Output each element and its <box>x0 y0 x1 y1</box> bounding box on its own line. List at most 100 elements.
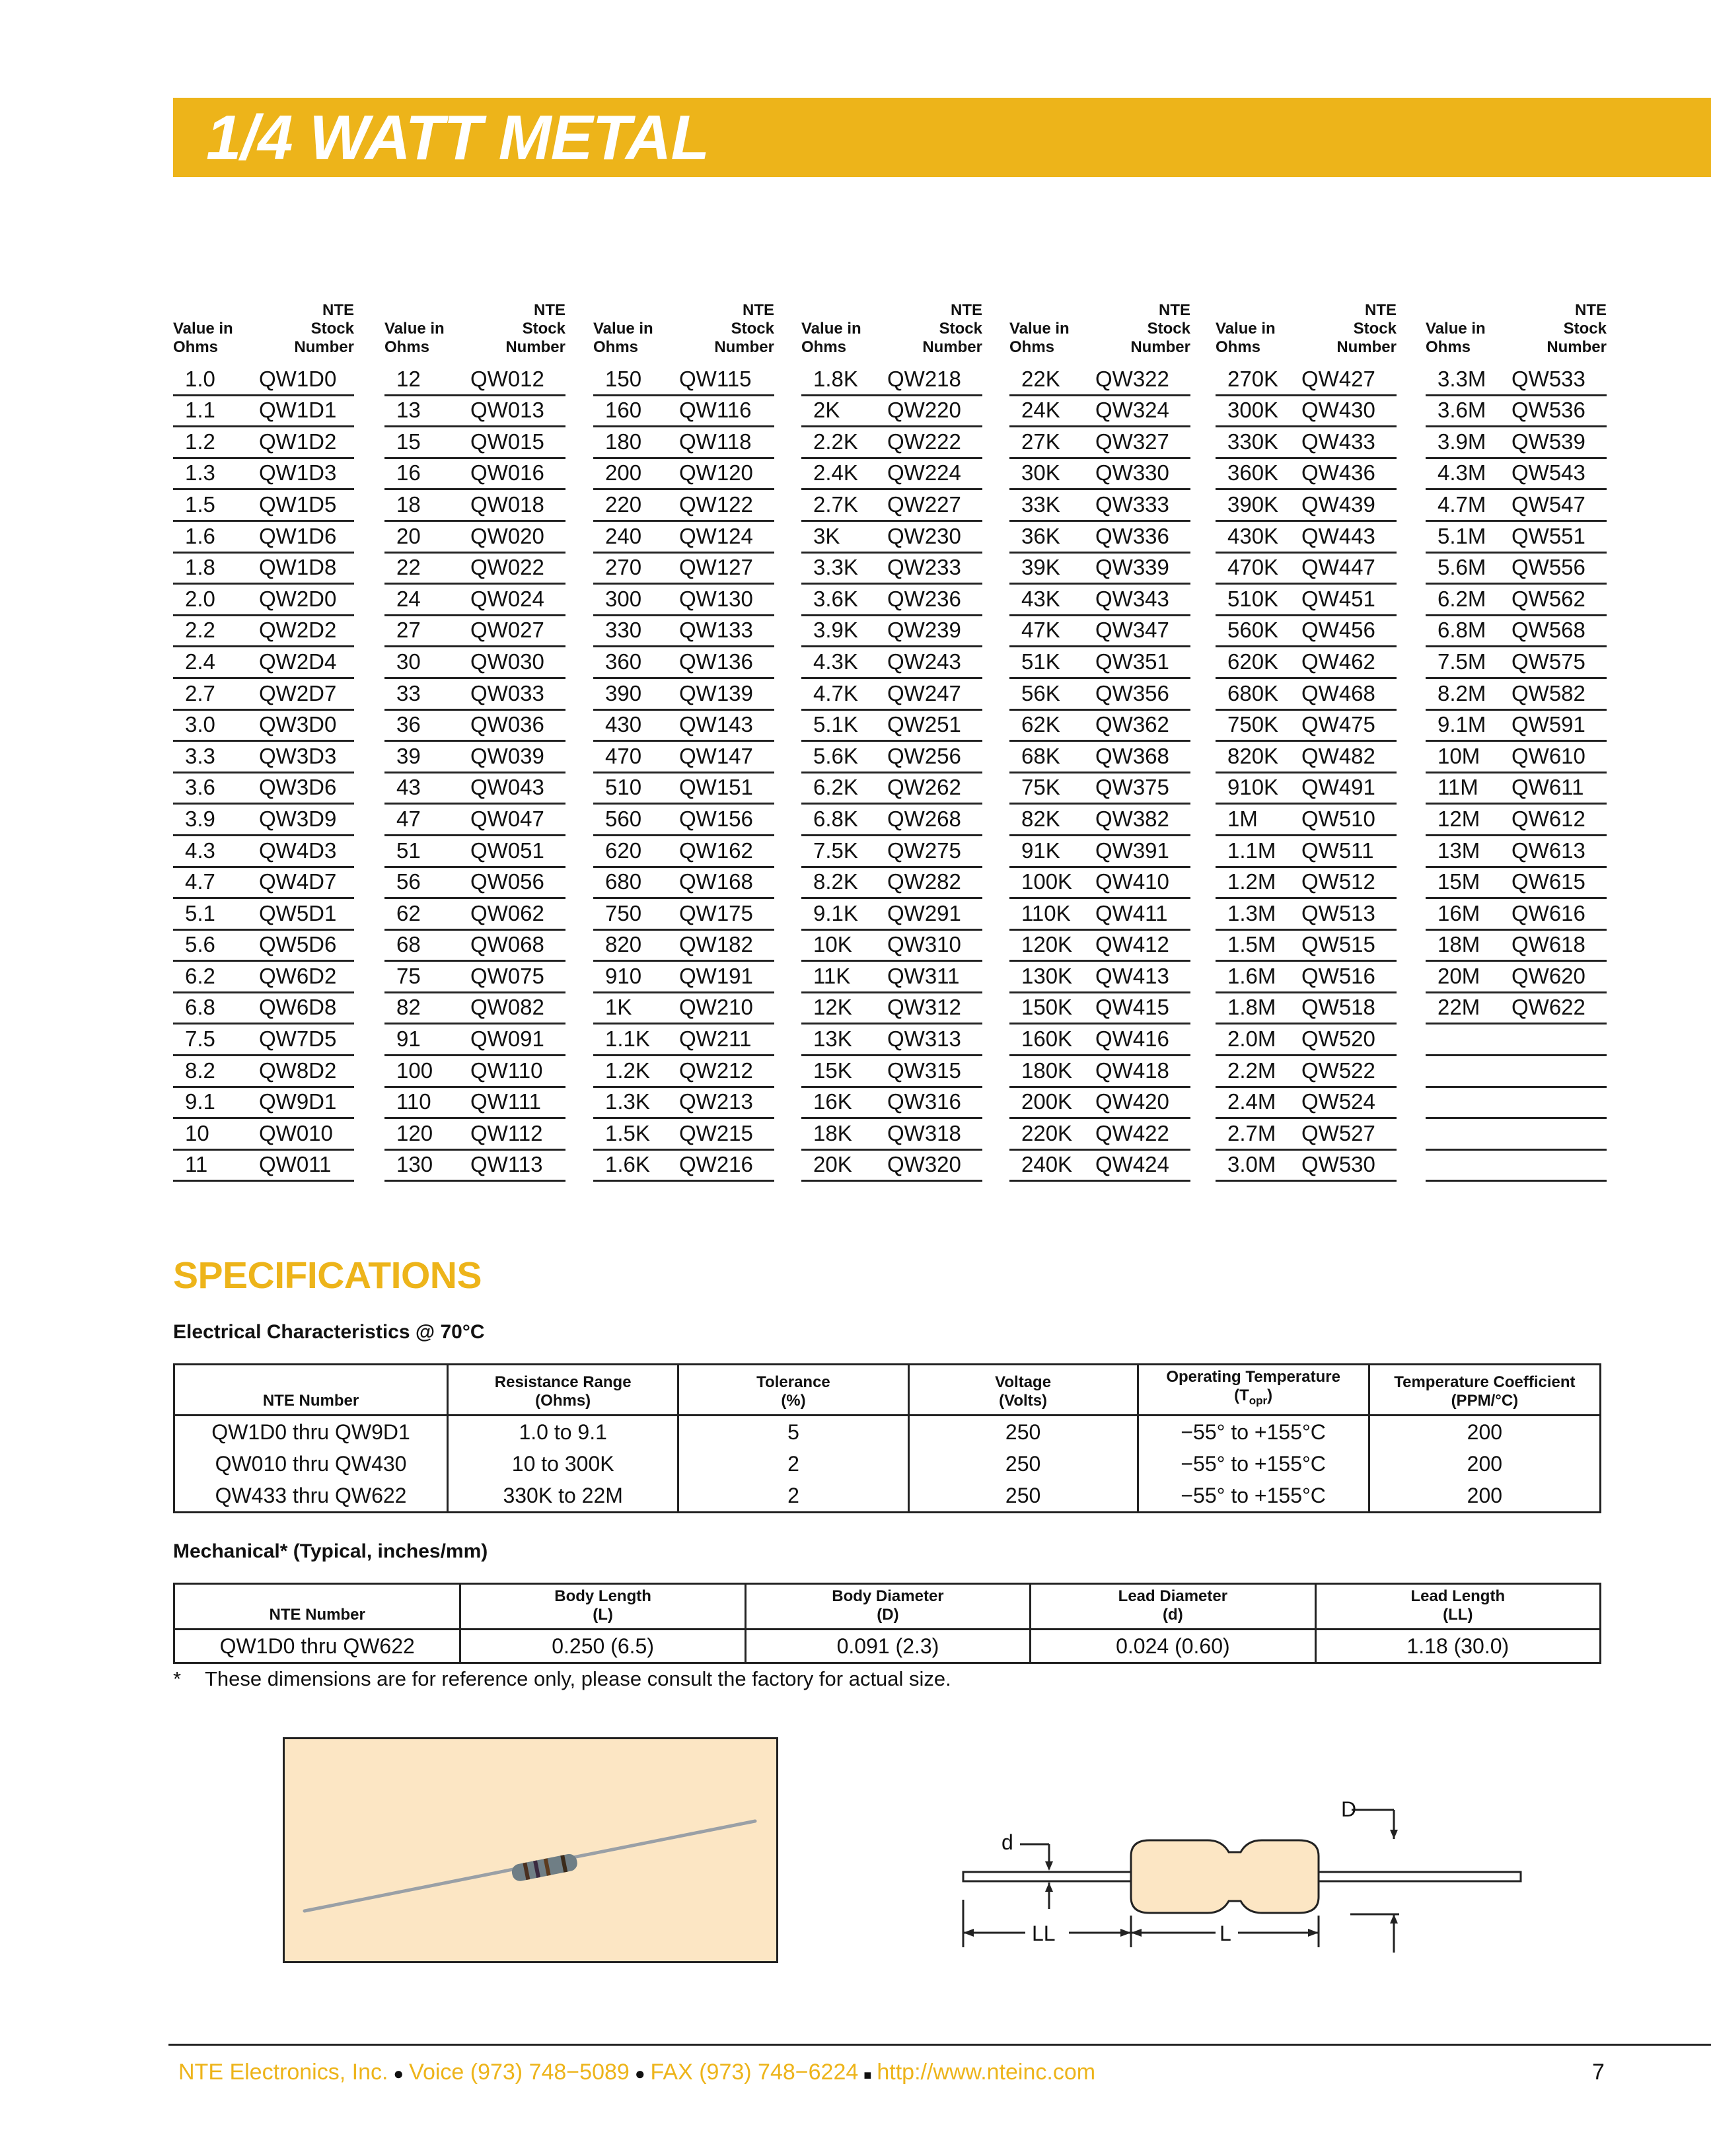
footer-url[interactable]: http://www.nteinc.com <box>877 2060 1096 2085</box>
value-ohms: 1.6M <box>1227 963 1276 988</box>
stock-number: QW462 <box>1301 649 1375 674</box>
table-cell: 10 to 300K <box>447 1447 680 1480</box>
stock-number: QW611 <box>1511 775 1584 800</box>
stock-number: QW522 <box>1301 1058 1375 1083</box>
value-ohms: 5.1K <box>813 712 858 737</box>
value-ohms: 7.5K <box>813 838 858 863</box>
column-header: Resistance Range(Ohms) <box>447 1363 680 1416</box>
stock-number: QW2D0 <box>259 586 337 611</box>
value-ohms: 330 <box>605 618 642 643</box>
column-header: Body Diameter(D) <box>744 1583 1032 1630</box>
value-ohms: 27 <box>396 618 421 643</box>
stock-number: QW410 <box>1095 869 1169 894</box>
value-ohms: 33 <box>396 680 421 705</box>
header-text: Value in <box>1216 320 1276 338</box>
header-text: NTE Number <box>262 1391 359 1410</box>
value-ohms: 1.2K <box>605 1058 650 1083</box>
stock-number: QW424 <box>1095 1152 1169 1177</box>
table-cell: 1.0 to 9.1 <box>447 1415 680 1448</box>
stock-number: QW615 <box>1511 869 1585 894</box>
label-LL: LL <box>1032 1922 1056 1945</box>
value-ohms: 82K <box>1021 806 1060 831</box>
stock-number: QW143 <box>679 712 753 737</box>
value-ohms: 110K <box>1021 900 1071 925</box>
column-header: Operating Temperature(Topr) <box>1136 1363 1370 1416</box>
stock-number: QW427 <box>1301 366 1375 391</box>
value-ohms: 82 <box>396 995 421 1020</box>
stock-number: QW222 <box>887 429 961 454</box>
table-cell: 0.091 (2.3) <box>744 1629 1032 1664</box>
value-ohms: 91 <box>396 1026 421 1052</box>
stock-number: QW318 <box>887 1120 961 1145</box>
value-ohms: 91K <box>1021 838 1060 863</box>
value-ohms: 18M <box>1438 932 1480 957</box>
value-ohms: 13 <box>396 398 421 423</box>
value-ohms: 1.3M <box>1227 900 1276 925</box>
stock-number: QW411 <box>1095 900 1168 925</box>
title-bar: 1/4 WATT METAL <box>173 98 1711 177</box>
stock-number: QW062 <box>470 900 544 925</box>
stock-number: QW036 <box>470 712 544 737</box>
stock-number: QW439 <box>1301 491 1375 517</box>
value-ohms: 470K <box>1227 555 1279 580</box>
header-text: Ohms <box>1426 338 1471 356</box>
value-ohms: 2.2 <box>185 618 215 643</box>
stock-number: QW2D2 <box>259 618 337 643</box>
header-text: Value in <box>593 320 653 338</box>
value-ohms: 11M <box>1438 775 1478 800</box>
value-ohms: 1.8M <box>1227 995 1276 1020</box>
value-ohms: 130K <box>1021 963 1073 988</box>
stock-number: QW175 <box>679 900 753 925</box>
stock-number: QW091 <box>470 1026 544 1052</box>
stock-number: QW151 <box>679 775 753 800</box>
header-text: Stock <box>522 320 565 338</box>
header-text: Stock <box>310 320 354 338</box>
stock-number: QW362 <box>1095 712 1169 737</box>
header-text: Ohms <box>1216 338 1261 356</box>
table-cell: QW010 thru QW430 <box>172 1447 449 1480</box>
table-cell: 5 <box>677 1415 910 1448</box>
value-ohms: 33K <box>1021 491 1060 517</box>
stock-number: QW256 <box>887 743 961 768</box>
value-ohms: 300 <box>605 586 642 611</box>
value-ohms: 220K <box>1021 1120 1073 1145</box>
stock-number: QW527 <box>1301 1120 1375 1145</box>
stock-number: QW322 <box>1095 366 1169 391</box>
value-ohms: 6.8M <box>1438 618 1486 643</box>
value-ohms: 4.3 <box>185 838 215 863</box>
value-ohms: 1.1 <box>185 398 215 423</box>
table-cell: 250 <box>907 1479 1139 1513</box>
value-ohms: 390 <box>605 680 642 705</box>
header-unit-close: ) <box>1267 1386 1273 1404</box>
